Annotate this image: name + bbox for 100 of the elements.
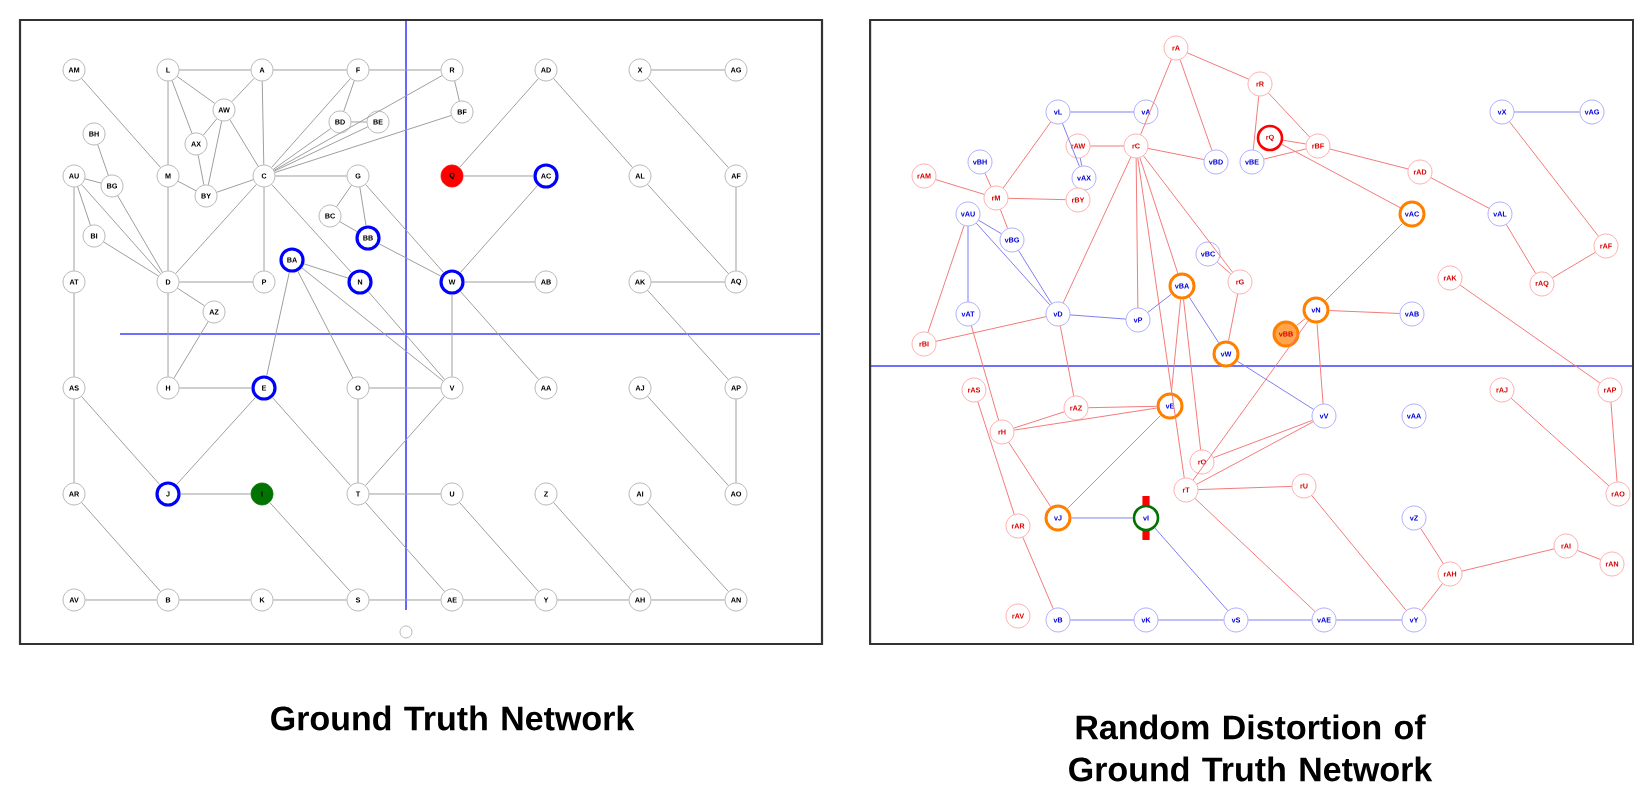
network-edge xyxy=(984,172,992,188)
network-edge xyxy=(462,175,534,177)
network-edge xyxy=(1247,619,1313,621)
network-edge xyxy=(1008,441,1052,508)
network-edge xyxy=(84,178,102,184)
network-edge xyxy=(178,599,252,601)
network-edge xyxy=(735,186,737,272)
network-edge xyxy=(177,287,205,307)
network-edge xyxy=(1267,92,1311,138)
network-edge xyxy=(84,599,158,601)
network-edge xyxy=(735,398,737,484)
network-edge xyxy=(1022,536,1054,610)
network-edge xyxy=(1170,298,1182,394)
network-edge xyxy=(1157,619,1225,621)
network-edge xyxy=(339,221,358,233)
network-edge xyxy=(97,144,109,176)
network-edge xyxy=(81,396,161,486)
network-edge xyxy=(1079,157,1083,167)
network-edge xyxy=(1002,121,1052,189)
network-edge xyxy=(1252,95,1260,151)
network-edge xyxy=(1213,419,1313,459)
network-edge xyxy=(1505,224,1537,274)
network-edge xyxy=(336,184,352,208)
network-edge xyxy=(977,401,1015,515)
network-edge xyxy=(229,119,259,167)
network-edge xyxy=(454,80,460,102)
panel-caption: Random Distortion of Ground Truth Network xyxy=(1069,714,1433,782)
network-edge xyxy=(1228,293,1239,342)
network-edge xyxy=(1186,52,1250,80)
network-edge xyxy=(1154,527,1229,612)
network-edge xyxy=(297,270,354,379)
network-edge xyxy=(367,291,446,380)
network-edge xyxy=(1509,121,1599,237)
network-edge xyxy=(647,501,729,593)
network-edge xyxy=(77,186,91,226)
network-edge xyxy=(553,502,633,592)
network-edge xyxy=(73,398,75,484)
network-edge xyxy=(1069,314,1127,320)
network-edge xyxy=(176,76,216,104)
network-edge xyxy=(343,80,355,112)
network-edge xyxy=(177,180,197,192)
network-edge xyxy=(1143,155,1233,273)
network-edge xyxy=(650,281,726,283)
network-edge xyxy=(274,115,452,173)
network-edge xyxy=(1316,322,1324,405)
network-edge xyxy=(1281,143,1401,209)
network-edge xyxy=(459,184,539,274)
network-edge xyxy=(1329,310,1401,314)
network-edge xyxy=(271,183,353,274)
network-edge xyxy=(1263,148,1307,160)
network-edge xyxy=(1089,145,1125,147)
network-edge xyxy=(271,396,351,486)
network-edge xyxy=(978,219,1002,235)
network-edge xyxy=(1147,293,1172,313)
network-edge xyxy=(173,321,209,379)
network-edge xyxy=(178,387,252,389)
network-edge xyxy=(175,183,257,275)
network-edge xyxy=(1420,527,1444,565)
network-edge xyxy=(1196,421,1314,485)
network-edge xyxy=(274,175,348,177)
network-edge xyxy=(1071,517,1134,519)
network-edge xyxy=(1147,147,1205,161)
network-edge xyxy=(207,120,223,186)
network-edge xyxy=(357,398,359,484)
network-edge xyxy=(368,387,442,389)
network-edge xyxy=(202,118,218,136)
network-edge xyxy=(273,126,369,172)
network-edge xyxy=(231,77,255,103)
network-edge xyxy=(1296,317,1306,327)
network-edge xyxy=(378,243,442,277)
network-edge xyxy=(117,195,163,273)
network-edge xyxy=(1610,401,1618,483)
network-edge xyxy=(271,78,351,168)
network-edge xyxy=(650,599,726,601)
network-edge xyxy=(197,154,205,186)
network-edge xyxy=(647,77,729,169)
network-edge xyxy=(451,294,453,378)
network-edge xyxy=(1188,296,1220,344)
network-edge xyxy=(273,75,443,171)
network-edge xyxy=(1430,177,1490,209)
network-edge xyxy=(1216,261,1232,275)
network-edge xyxy=(261,80,265,166)
network-edge xyxy=(368,69,442,71)
network-edge xyxy=(1421,583,1443,611)
network-edge xyxy=(647,289,729,381)
network-edge xyxy=(1139,157,1179,274)
network-edge xyxy=(171,80,193,134)
network-edge xyxy=(1552,251,1596,279)
network-edge xyxy=(175,396,257,486)
network-edge xyxy=(553,78,633,168)
network-edge xyxy=(1192,320,1309,481)
network-edge xyxy=(1013,411,1065,429)
network-edge xyxy=(167,80,169,166)
network-edge xyxy=(999,209,1009,229)
network-edge xyxy=(1335,619,1403,621)
network-edge xyxy=(272,128,332,170)
network-edge xyxy=(1059,325,1075,397)
network-edge xyxy=(459,290,539,380)
network-edge xyxy=(556,599,630,601)
network-edge xyxy=(935,316,1047,342)
